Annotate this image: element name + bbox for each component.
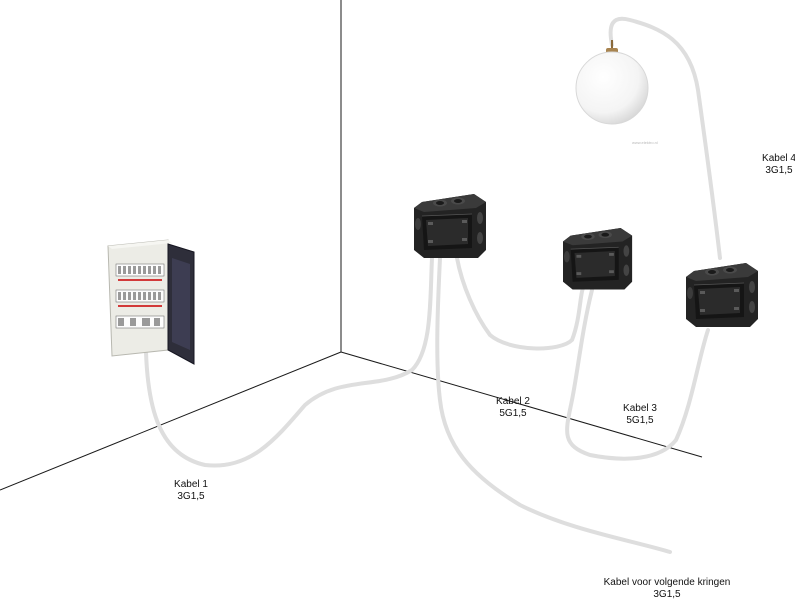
cable-next-circuits-label: Kabel voor volgende kringen 3G1,5 [604, 577, 731, 601]
cable-2-label: Kabel 2 5G1,5 [496, 396, 530, 420]
cable-4 [608, 16, 722, 260]
cable-next-circuits-spec: 3G1,5 [653, 589, 681, 600]
cable-3-label: Kabel 3 5G1,5 [623, 403, 657, 427]
room-outline [0, 0, 703, 491]
floor-edge-right [340, 351, 703, 458]
watermark: www.elektro.nl [632, 140, 658, 145]
cable-1-spec: 3G1,5 [177, 491, 205, 502]
pendant-lamp-icon [575, 40, 649, 125]
cable-1-name: Kabel 1 [174, 479, 208, 490]
cable-3-spec: 5G1,5 [626, 415, 654, 426]
cable-next-circuits [435, 256, 672, 554]
junction-box-icon [562, 227, 633, 290]
floor-edge-left [0, 351, 342, 491]
cable-4-label: Kabel 4 3G1,5 [762, 153, 795, 177]
cable-4-spec: 3G1,5 [765, 165, 793, 176]
cable-1 [144, 256, 434, 468]
junction-box-icon [413, 193, 487, 259]
cable-2-name: Kabel 2 [496, 396, 530, 407]
cable-4-name: Kabel 4 [762, 153, 795, 164]
cable-3 [565, 288, 710, 461]
cable-3-name: Kabel 3 [623, 403, 657, 414]
cable-1-label: Kabel 1 3G1,5 [174, 479, 208, 503]
junction-box-icon [685, 262, 759, 328]
distribution-board-icon [107, 239, 195, 365]
cable-2-spec: 5G1,5 [499, 408, 527, 419]
cable-next-circuits-name: Kabel voor volgende kringen [603, 577, 731, 588]
cable-2 [455, 256, 585, 351]
cables [144, 16, 722, 554]
